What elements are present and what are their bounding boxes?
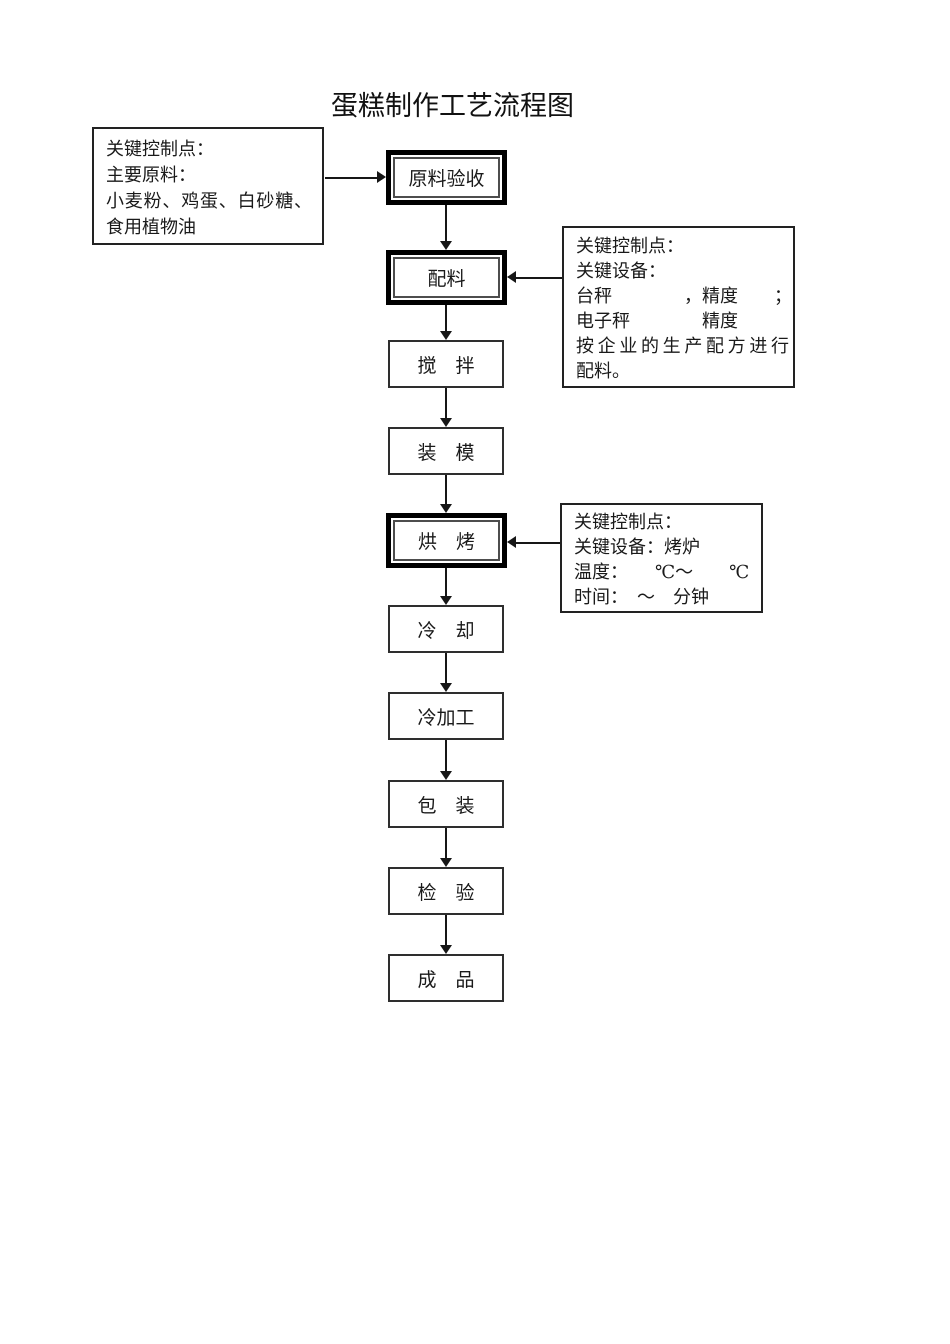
flow-step-label: 烘 烤 <box>393 520 500 561</box>
flow-step-cold-processing: 冷加工 <box>388 692 504 740</box>
batching-note-box: 关键控制点： 关键设备： 台秤 ，精度 ； 电子秤 精度 按企业的生产配方进行 … <box>562 226 795 388</box>
arrow-acceptance-to-batching <box>440 205 453 250</box>
flow-step-finished-product: 成 品 <box>388 954 504 1002</box>
note-line: 小麦粉、鸡蛋、白砂糖、 <box>106 191 312 211</box>
note-line: 台秤 ，精度 ； <box>576 286 792 306</box>
note-line: 关键控制点： <box>106 139 214 159</box>
arrow-molding-to-baking <box>440 475 453 513</box>
ingredients-note-box: 关键控制点： 主要原料： 小麦粉、鸡蛋、白砂糖、 食用植物油 <box>92 127 324 245</box>
flow-step-raw-material-acceptance: 原料验收 <box>386 150 507 205</box>
note-line: 关键设备： <box>576 261 666 281</box>
baking-note-box: 关键控制点： 关键设备：烤炉 温度： ℃～ ℃ 时间： ～ 分钟 <box>560 503 763 613</box>
flow-step-label: 原料验收 <box>393 157 500 198</box>
arrow-baking-to-cooling <box>440 568 453 605</box>
flow-step-molding: 装 模 <box>388 427 504 475</box>
arrow-cooling-to-cold-processing <box>440 653 453 692</box>
note-line: 主要原料： <box>106 165 196 185</box>
flow-step-batching: 配料 <box>386 250 507 305</box>
note-line: 关键设备：烤炉 <box>574 537 700 557</box>
note-line: 食用植物油 <box>106 217 196 237</box>
note-line: 关键控制点： <box>574 512 682 532</box>
note-line: 按企业的生产配方进行 <box>576 336 789 356</box>
flow-step-packaging: 包 装 <box>388 780 504 828</box>
flow-step-label: 配料 <box>393 257 500 298</box>
note-line: 温度： ℃～ ℃ <box>574 562 750 582</box>
arrow-batching-to-stirring <box>440 305 453 340</box>
arrow-packaging-to-inspection <box>440 828 453 867</box>
arrow-stirring-to-molding <box>440 388 453 427</box>
note-line: 时间： ～ 分钟 <box>574 587 709 607</box>
arrow-cold-processing-to-packaging <box>440 740 453 780</box>
flow-step-cooling: 冷 却 <box>388 605 504 653</box>
flow-step-stirring: 搅 拌 <box>388 340 504 388</box>
note-line: 配料。 <box>576 361 630 381</box>
note-line: 关键控制点： <box>576 236 684 256</box>
note-line: 电子秤 精度 <box>576 311 738 331</box>
page-title: 蛋糕制作工艺流程图 <box>331 91 574 121</box>
arrow-ingredients-note-to-acceptance <box>325 171 386 184</box>
arrow-baking-note-to-baking <box>507 536 560 549</box>
arrow-batching-note-to-batching <box>507 271 562 284</box>
arrow-inspection-to-finished-product <box>440 915 453 954</box>
flow-step-baking: 烘 烤 <box>386 513 507 568</box>
flow-step-inspection: 检 验 <box>388 867 504 915</box>
